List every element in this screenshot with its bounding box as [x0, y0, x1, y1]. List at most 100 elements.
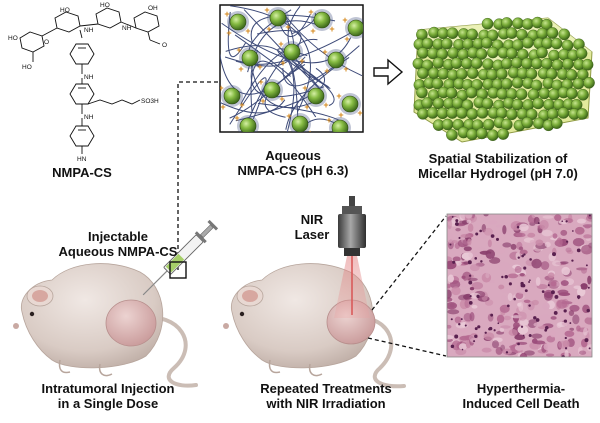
- hydrogel-micelle: [451, 97, 464, 110]
- tissue-cell: [487, 220, 498, 225]
- positive-charge-icon: +: [328, 134, 333, 144]
- tissue-cell: [543, 343, 551, 351]
- tissue-cell: [518, 246, 524, 251]
- tissue-cell: [447, 274, 454, 283]
- atom-label: HO: [8, 35, 18, 42]
- tissue-cell: [451, 340, 462, 351]
- caption-line: in a Single Dose: [57, 396, 159, 411]
- tissue-cell: [523, 299, 531, 303]
- step3-caption: Hyperthermia- Induced Cell Death: [448, 381, 594, 411]
- cell-nucleus: [452, 260, 456, 264]
- positive-charge-icon: +: [308, 7, 313, 17]
- tissue-cell: [447, 283, 451, 289]
- positive-charge-icon: +: [344, 34, 349, 44]
- cell-nucleus: [576, 248, 581, 253]
- cell-nucleus: [450, 318, 453, 321]
- hydrogel-micelle: [432, 57, 445, 69]
- cell-nucleus: [517, 256, 520, 259]
- tissue-cell: [462, 293, 472, 300]
- tissue-cell: [467, 347, 479, 353]
- tissue-cell: [548, 272, 555, 279]
- tissue-cell: [531, 258, 542, 269]
- cell-nucleus: [587, 286, 590, 289]
- micelle-icon: +++: [258, 77, 284, 106]
- polymer-name-label: NMPA-CS: [52, 165, 112, 180]
- cell-nucleus: [565, 220, 568, 223]
- tissue-cell: [519, 272, 525, 277]
- atom-label: OH: [148, 5, 158, 12]
- positive-charge-icon: +: [343, 64, 348, 74]
- atom-label: NH: [84, 27, 94, 34]
- tissue-cell: [572, 314, 580, 325]
- cell-nucleus: [517, 342, 520, 346]
- tissue-cell: [514, 334, 526, 341]
- tissue-cell: [569, 304, 580, 312]
- hydrogel-micelle: [481, 97, 494, 110]
- tissue-cell: [491, 340, 500, 349]
- tissue-cell: [554, 214, 562, 222]
- cell-nucleus: [572, 230, 574, 232]
- tissue-cell: [454, 316, 462, 324]
- hydrogel-micelle: [450, 57, 463, 70]
- hydrogel-micelle: [456, 107, 468, 119]
- tissue-cell: [464, 214, 473, 219]
- tissue-cell: [474, 313, 480, 317]
- cell-nucleus: [468, 280, 473, 285]
- hydrogel-micelle: [431, 77, 444, 90]
- hydrogel-micelle: [470, 57, 483, 70]
- cell-nucleus: [529, 258, 532, 261]
- tissue-cell: [502, 224, 507, 235]
- nir-laser-icon: [334, 196, 370, 318]
- cell-nucleus: [547, 284, 550, 287]
- hydrogel-micelle: [550, 117, 563, 129]
- tissue-cell: [459, 328, 468, 333]
- nmpa-cs-chemical-structure: [19, 7, 161, 154]
- hydrogel-micelle: [581, 58, 594, 71]
- tissue-cell: [562, 340, 570, 348]
- positive-charge-icon: +: [280, 58, 285, 68]
- cell-nucleus: [576, 295, 581, 299]
- micelle-icon: +++: [308, 7, 334, 36]
- caption-line: Injectable: [88, 229, 148, 244]
- atom-label: HO: [60, 7, 70, 14]
- cell-nucleus: [484, 331, 487, 334]
- tissue-cell: [549, 330, 556, 338]
- hydrogel-micelle: [421, 97, 433, 109]
- hydrogel-micelle: [487, 46, 499, 59]
- atom-label: HO: [22, 64, 32, 71]
- cell-nucleus: [522, 334, 525, 337]
- caption-line: Induced Cell Death: [462, 396, 580, 411]
- structure-atom-labels: HO HO HO HO OH O NH NH NH NH SO3H O HN: [8, 2, 167, 163]
- positive-charge-icon: +: [326, 115, 331, 125]
- tissue-cell: [561, 266, 571, 276]
- tissue-cell: [467, 238, 472, 246]
- hydrogel-micelle: [576, 108, 589, 120]
- hydrogel-micelle: [456, 68, 468, 80]
- aqueous-solution-caption: Aqueous NMPA-CS (pH 6.3): [218, 148, 368, 178]
- tissue-cell: [515, 232, 526, 238]
- hydrogel-micelle: [566, 87, 578, 100]
- caption-line: Spatial Stabilization of: [428, 151, 568, 166]
- hydrogel-micelle: [521, 57, 533, 70]
- tissue-cell: [531, 333, 543, 339]
- hydrogel-caption: Spatial Stabilization of Micellar Hydrog…: [398, 151, 598, 181]
- tissue-cell: [468, 277, 478, 282]
- cell-nucleus: [449, 243, 452, 246]
- cell-nucleus: [523, 253, 526, 256]
- tissue-cell: [535, 276, 541, 287]
- positive-charge-icon: +: [288, 130, 293, 140]
- step2-caption: Repeated Treatments with NIR Irradiation: [246, 381, 406, 411]
- tissue-cell: [477, 246, 485, 252]
- tissue-cell: [466, 219, 472, 224]
- tissue-cell: [451, 286, 461, 296]
- positive-charge-icon: +: [338, 110, 343, 120]
- cell-nucleus: [493, 329, 496, 332]
- hydrogel-micelle: [538, 87, 551, 100]
- tissue-cell: [485, 272, 490, 279]
- tissue-cell: [523, 350, 535, 356]
- positive-charge-icon: +: [279, 94, 284, 104]
- tissue-cell: [498, 261, 510, 271]
- tissue-cell: [455, 227, 461, 232]
- laser-caption: NIR Laser: [288, 212, 336, 242]
- positive-charge-icon: +: [363, 32, 368, 42]
